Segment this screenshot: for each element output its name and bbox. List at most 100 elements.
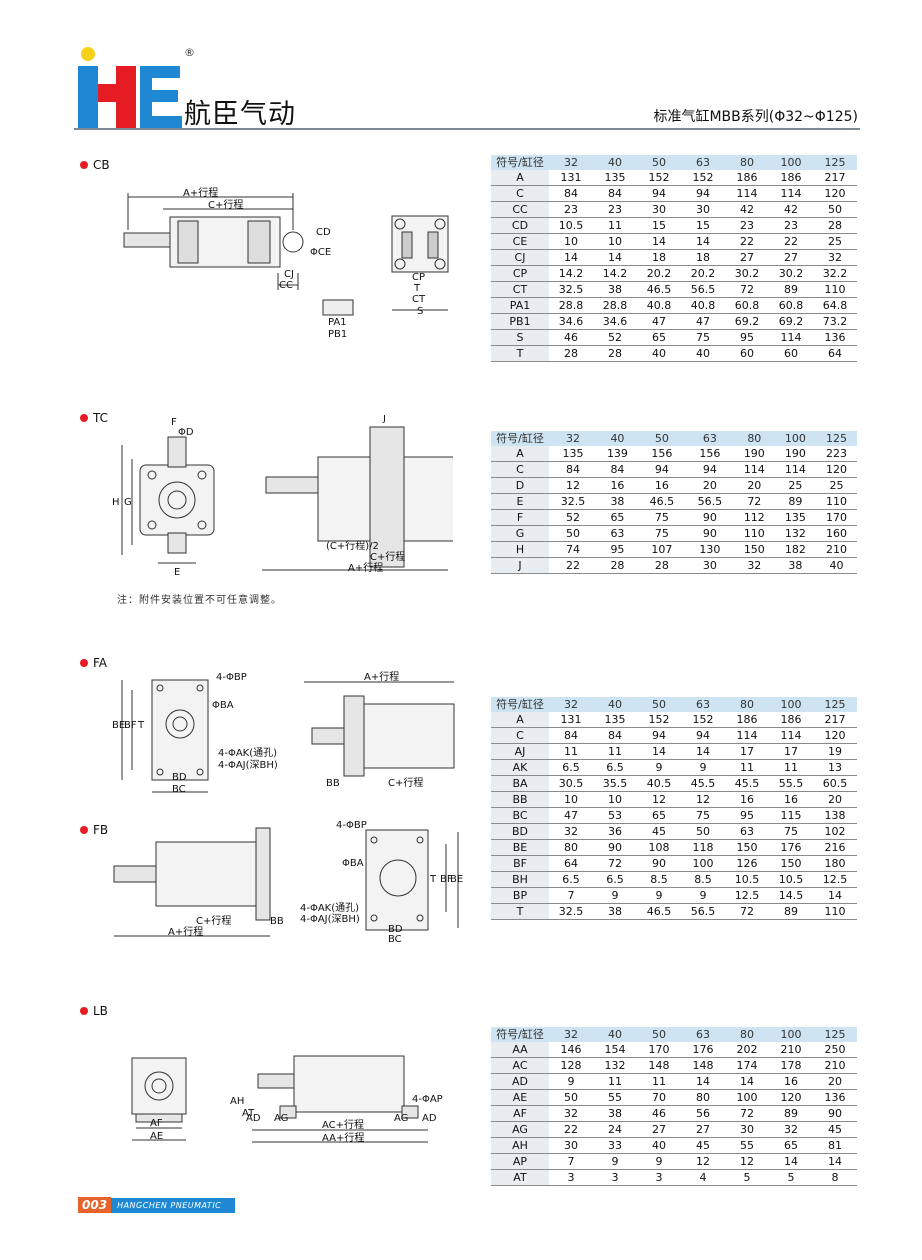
table-cell: 16 <box>637 477 686 495</box>
table-cell: 72 <box>593 855 637 873</box>
table-cell: 38 <box>596 493 638 511</box>
table-cell: 11 <box>637 1073 681 1091</box>
table-cell: 8 <box>813 1169 857 1187</box>
table-header-cell: 63 <box>681 697 725 713</box>
table-header-cell: 63 <box>681 1027 725 1043</box>
table-cell: 112 <box>733 509 775 527</box>
lb-dim-ae: AE <box>150 1131 163 1142</box>
table-cell: 6.5 <box>593 759 637 777</box>
table-cell: 5 <box>769 1169 813 1187</box>
table-cell: 3 <box>593 1169 637 1187</box>
table-cell: 20 <box>685 477 734 495</box>
table-cell: 23 <box>593 201 637 219</box>
table-cell: 32 <box>813 249 857 267</box>
table-cell: 30 <box>637 201 681 219</box>
table-cell: 17 <box>725 743 769 761</box>
tc-dim-a-stroke: A+行程 <box>348 561 383 574</box>
table-cell: 14 <box>681 233 725 251</box>
table-cell: 12 <box>637 791 681 809</box>
table-cell: 108 <box>637 839 681 857</box>
table-cell: 56 <box>681 1105 725 1123</box>
table-cell: 210 <box>815 541 857 559</box>
table-cell: 84 <box>549 461 597 479</box>
table-cell: 14 <box>725 1073 769 1091</box>
page-footer: 003 HANGCHEN PNEUMATIC <box>78 1197 236 1213</box>
table-cell: 28.8 <box>593 297 637 315</box>
table-cell: 152 <box>681 712 725 729</box>
fb-dim-bc: BC <box>388 934 402 943</box>
table-cell: 16 <box>596 477 638 495</box>
table-cell: 65 <box>596 509 638 527</box>
table-header-cell: 符号/缸径 <box>491 431 549 447</box>
table-cell: 135 <box>593 712 637 729</box>
table-cell: 120 <box>815 461 857 479</box>
table-cell: 12.5 <box>725 887 769 905</box>
table-cell: 24 <box>593 1121 637 1139</box>
table-cell: 75 <box>681 807 725 825</box>
table-cell: 114 <box>725 185 769 203</box>
table-cell: 16 <box>769 1073 813 1091</box>
table-cell: 25 <box>813 233 857 251</box>
table-cell: 52 <box>593 329 637 347</box>
fa-dim-bb: BB <box>326 778 340 789</box>
table-cell: 120 <box>813 185 857 203</box>
table-cell: 170 <box>637 1042 681 1059</box>
cb-dim-cc: CC <box>279 280 293 291</box>
table-cell: 72 <box>725 281 769 299</box>
table-header-cell: 32 <box>549 155 593 171</box>
table-header-cell: 125 <box>813 697 857 713</box>
table-cell: 75 <box>681 329 725 347</box>
table-cell: 55 <box>725 1137 769 1155</box>
table-cell: 12.5 <box>813 871 857 889</box>
fa-dim-a-stroke: A+行程 <box>364 670 399 683</box>
tc-dim-g: G <box>124 497 132 508</box>
table-header-cell: 63 <box>685 431 734 447</box>
fb-dim-ak: 4-ΦAK(通孔) <box>300 902 359 914</box>
table-cell: 6.5 <box>593 871 637 889</box>
table-cell: 32.5 <box>549 903 593 921</box>
series-title: 标准气缸MBB系列(Φ32~Φ125) <box>653 109 858 125</box>
table-cell: 38 <box>593 1105 637 1123</box>
table-cell: 32 <box>733 557 775 575</box>
table-symbol-cell: AG <box>491 1121 549 1139</box>
table-cell: 5 <box>725 1169 769 1187</box>
bullet-icon <box>80 826 88 834</box>
fb-dim-bb: BB <box>270 916 284 927</box>
table-cell: 139 <box>596 446 638 463</box>
table-cell: 30 <box>549 1137 593 1155</box>
table-cell: 107 <box>637 541 686 559</box>
table-cell: 80 <box>549 839 593 857</box>
table-cell: 28.8 <box>549 297 593 315</box>
table-cell: 216 <box>813 839 857 857</box>
table-cell: 14 <box>681 1073 725 1091</box>
cb-dim-c-stroke: C+行程 <box>208 198 243 211</box>
table-cell: 120 <box>769 1089 813 1107</box>
table-cell: 27 <box>725 249 769 267</box>
cb-dim-cp: CP <box>412 272 425 283</box>
tc-dim-d: ΦD <box>178 427 194 438</box>
table-cell: 114 <box>774 461 816 479</box>
table-header-cell: 32 <box>549 697 593 713</box>
fb-dim-bf: BF <box>440 874 453 885</box>
table-cell: 40 <box>681 345 725 363</box>
table-symbol-cell: F <box>491 509 549 527</box>
fb-dim-ba: ΦBA <box>342 858 364 869</box>
fa-dim-bp: 4-ΦBP <box>216 672 247 683</box>
table-header-cell: 80 <box>733 431 775 447</box>
table-cell: 135 <box>549 446 597 463</box>
table-cell: 11 <box>769 759 813 777</box>
table-cell: 32 <box>549 1105 593 1123</box>
table-cell: 190 <box>733 446 775 463</box>
tc-dim-f: F <box>171 417 177 428</box>
